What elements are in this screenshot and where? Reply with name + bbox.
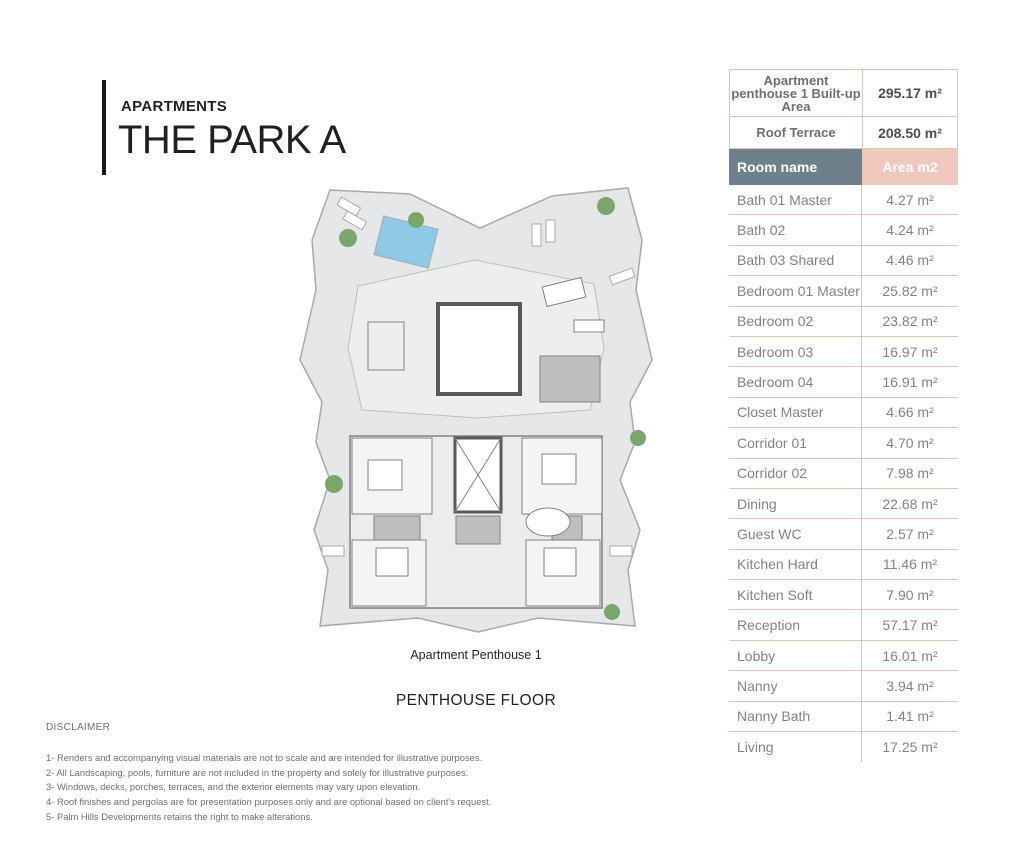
room-area-cell: 4.24 m² — [886, 222, 934, 239]
plan-caption: Apartment Penthouse 1 — [410, 648, 542, 662]
built-up-area-row: Apartment penthouse 1 Built-up Area 295.… — [729, 69, 958, 117]
table-row: Bedroom 03 16.97 m² — [729, 336, 958, 368]
room-area-cell: 16.01 m² — [882, 647, 938, 664]
disclaimer-list: 1- Renders and accompanying visual mater… — [46, 751, 491, 825]
disclaimer-item: 1- Renders and accompanying visual mater… — [46, 752, 483, 763]
disclaimer-item: 3- Windows, decks, porches, terraces, an… — [46, 781, 421, 793]
room-area-cell: 4.27 m² — [886, 191, 934, 208]
room-area-cell: 23.82 m² — [882, 313, 938, 330]
table-row: Bath 01 Master 4.27 m² — [729, 185, 958, 216]
room-name-cell: Nanny Bath — [729, 701, 862, 732]
roof-terrace-label: Roof Terrace — [730, 117, 863, 148]
room-name-cell: Corridor 02 — [729, 458, 862, 488]
table-row: Bedroom 02 23.82 m² — [729, 306, 958, 337]
core-block — [436, 302, 522, 396]
floor-plan — [290, 180, 662, 646]
section-kicker: APARTMENTS — [121, 98, 228, 115]
column-header-area: Area m2 — [862, 149, 958, 185]
room-name-cell: Bath 03 Shared — [729, 245, 862, 276]
table-row: Bedroom 01 Master 25.82 m² — [729, 276, 958, 307]
room-area-cell: 16.91 m² — [882, 374, 938, 391]
table-row: Closet Master 4.66 m² — [729, 397, 958, 429]
room-name-cell: Reception — [729, 610, 862, 640]
table-row: Guest WC 2.57 m² — [729, 519, 958, 550]
room-area-cell: 7.90 m² — [886, 586, 934, 603]
table-row: Living 17.25 m² — [729, 732, 958, 763]
room-name-cell: Lobby — [729, 640, 862, 671]
disclaimer-item: 5- Palm Hills Developments retains the r… — [46, 810, 313, 822]
room-area-cell: 16.97 m² — [882, 343, 938, 360]
room-name-cell: Kitchen Hard — [729, 549, 862, 580]
disclaimer-item: 4- Roof finishes and pergolas are for pr… — [46, 796, 492, 808]
room-area-cell: 57.17 m² — [882, 617, 938, 634]
room-area-cell: 4.46 m² — [886, 252, 934, 269]
disclaimer-title: DISCLAIMER — [46, 722, 111, 733]
title-block: APARTMENTS THE PARK A — [102, 80, 346, 175]
built-up-area-label: Apartment penthouse 1 Built-up Area — [730, 70, 863, 116]
room-area-cell: 7.98 m² — [886, 465, 934, 482]
room-name-cell: Closet Master — [729, 397, 862, 428]
room-name-cell: Guest WC — [729, 519, 862, 549]
floor-label: PENTHOUSE FLOOR — [395, 692, 557, 709]
room-name-cell: Corridor 01 — [729, 428, 862, 458]
room-name-cell: Bedroom 01 Master — [729, 276, 862, 306]
roof-terrace-value: 208.50 m² — [878, 124, 942, 141]
table-row: Reception 57.17 m² — [729, 610, 958, 641]
room-area-cell: 4.66 m² — [886, 404, 934, 421]
table-row: Bedroom 04 16.91 m² — [729, 367, 958, 398]
table-row: Kitchen Hard 11.46 m² — [729, 549, 958, 581]
table-row: Bath 02 4.24 m² — [729, 215, 958, 246]
room-area-cell: 17.25 m² — [882, 739, 938, 756]
table-row: Dining 22.68 m² — [729, 488, 958, 520]
table-row: Kitchen Soft 7.90 m² — [729, 580, 958, 611]
room-area-cell: 25.82 m² — [882, 282, 938, 299]
room-area-cell: 11.46 m² — [882, 556, 938, 573]
area-table: Apartment penthouse 1 Built-up Area 295.… — [729, 69, 958, 763]
room-name-cell: Living — [729, 732, 862, 763]
room-name-cell: Bath 01 Master — [729, 185, 862, 215]
room-area-cell: 4.70 m² — [886, 434, 934, 451]
room-area-cell: 2.57 m² — [886, 525, 934, 542]
room-name-cell: Nanny — [729, 671, 862, 701]
table-row: Nanny Bath 1.41 m² — [729, 701, 958, 733]
room-name-cell: Kitchen Soft — [729, 580, 862, 610]
table-row: Corridor 02 7.98 m² — [729, 458, 958, 489]
table-row: Corridor 01 4.70 m² — [729, 428, 958, 459]
column-header-room-name: Room name — [729, 149, 862, 185]
table-row: Nanny 3.94 m² — [729, 671, 958, 702]
page-title: THE PARK A — [118, 118, 346, 162]
room-name-cell: Bedroom 04 — [729, 367, 862, 397]
table-row: Lobby 16.01 m² — [729, 640, 958, 672]
room-name-cell: Bedroom 02 — [729, 306, 862, 336]
room-name-cell: Bath 02 — [729, 215, 862, 245]
built-up-area-value: 295.17 m² — [878, 85, 942, 101]
room-area-cell: 1.41 m² — [886, 708, 934, 725]
table-row: Bath 03 Shared 4.46 m² — [729, 245, 958, 277]
room-area-cell: 22.68 m² — [882, 495, 938, 512]
room-name-cell: Dining — [729, 488, 862, 519]
disclaimer-item: 2- All Landscaping, pools, furniture are… — [46, 766, 469, 778]
room-area-cell: 3.94 m² — [886, 677, 934, 694]
table-header: Room name Area m2 — [729, 149, 958, 185]
roof-terrace-row: Roof Terrace 208.50 m² — [729, 117, 958, 149]
room-name-cell: Bedroom 03 — [729, 336, 862, 367]
